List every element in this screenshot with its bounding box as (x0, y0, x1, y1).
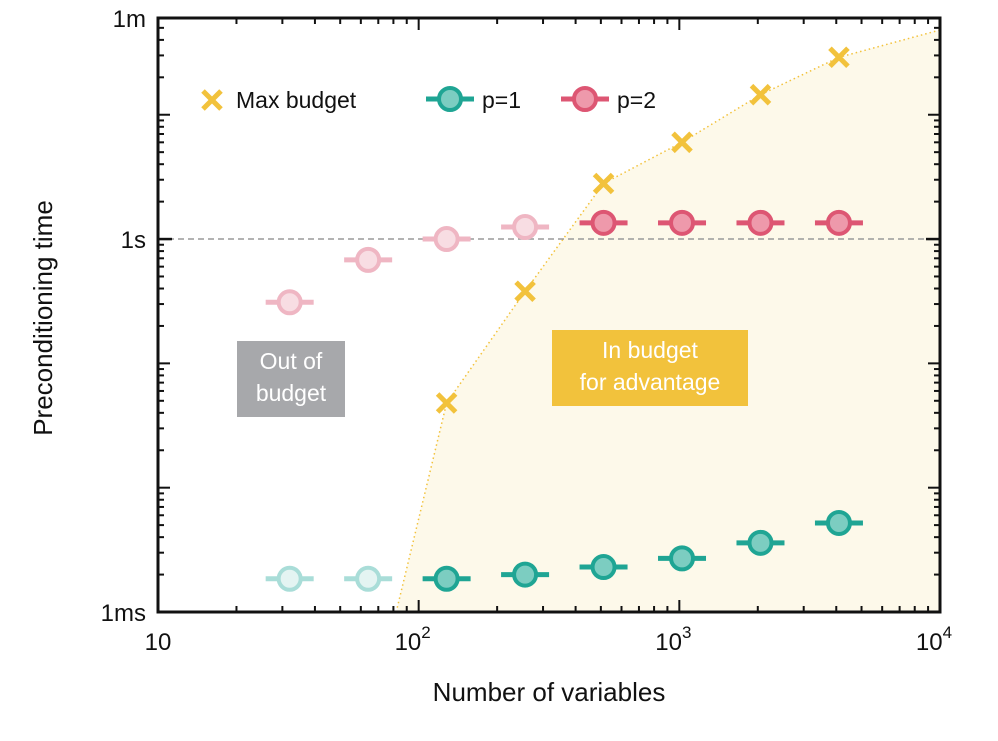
cross-stroke (671, 131, 693, 154)
annotation-text-in: In budget (602, 337, 699, 363)
marker-circle (590, 554, 617, 581)
marker-circle (747, 209, 774, 236)
y-tick-label: 1ms (101, 600, 146, 627)
marker-circle (825, 509, 852, 536)
annotation-layer: Out of budget In budget for advantage (237, 330, 748, 417)
marker-circle (433, 226, 460, 253)
max-budget-point (828, 46, 850, 69)
legend-p2-marker (561, 86, 609, 112)
cross-stroke (201, 89, 223, 111)
x-tick-label: 102 (395, 623, 431, 656)
marker-circle (355, 565, 382, 592)
marker-circle (276, 565, 303, 592)
p1-point (579, 554, 628, 581)
cross-stroke (749, 83, 772, 106)
marker-circle (669, 545, 696, 572)
legend-max-budget-label: Max budget (236, 87, 357, 113)
budget-region-layer (395, 29, 941, 613)
max-budget-point (749, 83, 772, 106)
p2-point (265, 289, 314, 316)
p1-point (422, 565, 471, 592)
x-tick-label-exponent: 4 (943, 623, 952, 642)
cross-stroke (514, 280, 536, 303)
p1-point (658, 545, 707, 572)
annotation-text-out: budget (256, 380, 327, 406)
y-axis-title: Preconditioning time (28, 200, 58, 436)
marker-circle (355, 246, 382, 273)
x-tick-label: 103 (655, 623, 691, 656)
marker-circle (669, 209, 696, 236)
x-tick-label-exponent: 3 (682, 623, 691, 642)
x-tick-label: 10 (145, 629, 172, 656)
p2-point (422, 226, 471, 253)
y-tick-label: 1s (121, 227, 146, 254)
p2-point (658, 209, 707, 236)
legend-p1-marker (426, 86, 474, 112)
annotation-text-in: for advantage (580, 369, 721, 395)
cross-stroke (592, 172, 615, 195)
marker-circle (276, 289, 303, 316)
p1-point (265, 565, 314, 592)
max-budget-point (592, 172, 615, 195)
y-tick-label: 1m (113, 6, 146, 33)
p2-point (501, 214, 550, 241)
marker-circle (433, 565, 460, 592)
p2-point (344, 246, 393, 273)
plot-frame (156, 16, 942, 614)
marker-circle (572, 86, 598, 112)
p2-point (736, 209, 785, 236)
annotation-box-in (552, 330, 748, 406)
max-budget-point (514, 280, 536, 303)
legend-p1-label: p=1 (482, 87, 521, 113)
p1-point (344, 565, 393, 592)
marker-circle (825, 209, 852, 236)
cross-stroke (435, 392, 458, 414)
annotation-text-out: Out of (260, 348, 323, 374)
max-budget-point (671, 131, 693, 154)
marks-layer (265, 46, 863, 592)
legend: Max budget p=1 p=2 (201, 86, 656, 113)
legend-p2-label: p=2 (617, 87, 656, 113)
marker-circle (437, 86, 463, 112)
p1-point (736, 529, 785, 556)
ticks (157, 16, 940, 613)
x-tick-label: 104 (916, 623, 952, 656)
marker-circle (512, 214, 539, 241)
x-axis-title: Number of variables (433, 677, 666, 707)
x-tick-label-exponent: 2 (421, 623, 430, 642)
p2-point (814, 209, 863, 236)
annotation-box-out (237, 341, 345, 417)
legend-max-budget-marker (201, 89, 223, 111)
p1-point (501, 561, 550, 588)
p1-point (814, 509, 863, 536)
max-budget-point (435, 392, 458, 414)
in-budget-region (396, 30, 940, 612)
p2-point (579, 209, 628, 236)
marker-circle (747, 529, 774, 556)
cross-stroke (828, 46, 850, 69)
marker-circle (512, 561, 539, 588)
marker-circle (590, 209, 617, 236)
